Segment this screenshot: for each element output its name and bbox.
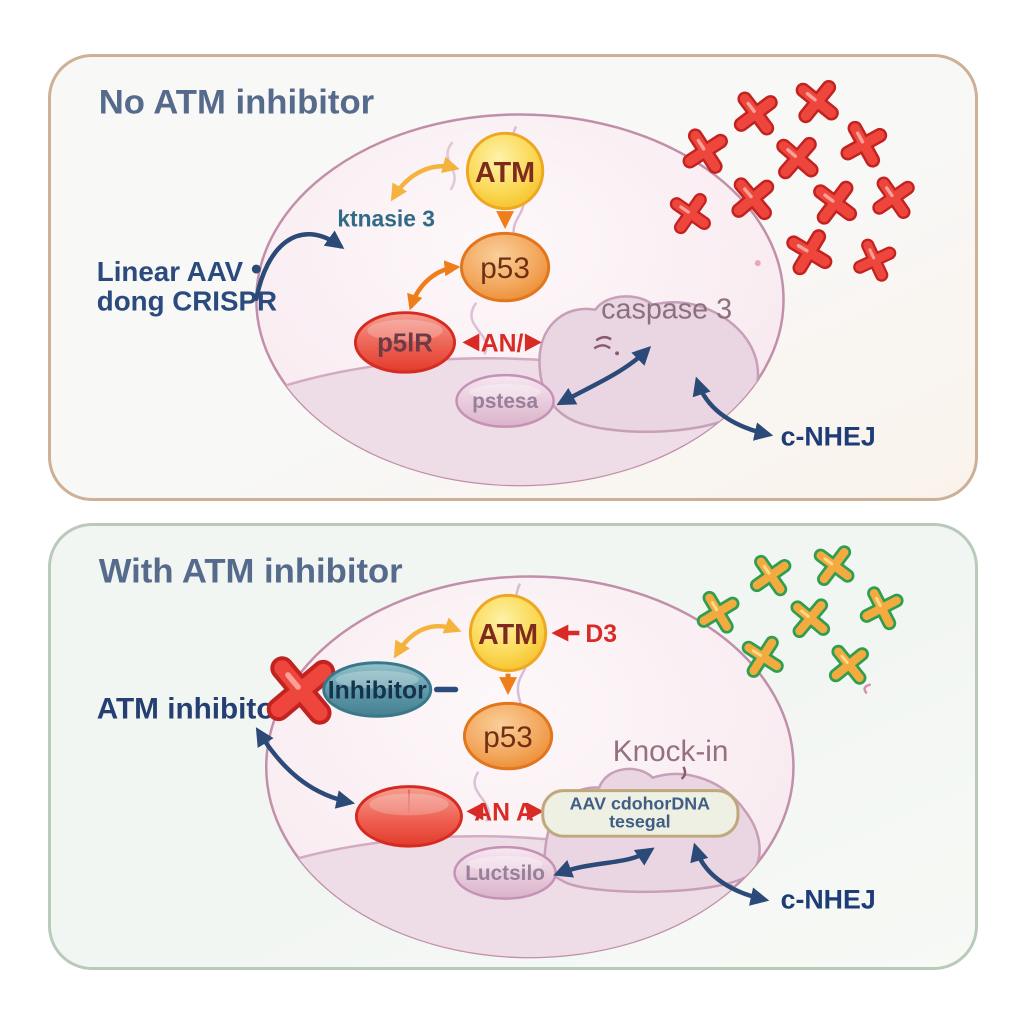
nhej-label: c-NHEJ [781, 421, 876, 451]
d3-label: D3 [585, 621, 617, 648]
parp-pill-label: p5lR [377, 329, 433, 357]
success-x-icon [821, 552, 848, 579]
inhibitor-highlight [335, 670, 419, 689]
damage-x-icon [677, 200, 704, 227]
p53-node [462, 701, 554, 771]
damage-x-icon [821, 188, 850, 217]
success-x-icon [749, 643, 777, 671]
damage-x-icon [848, 128, 880, 160]
aav-arrowhead-left [466, 802, 484, 821]
protease-pill [455, 373, 555, 428]
damage-x-icon [860, 245, 890, 275]
kinase-label: ktnasie 3 [337, 205, 435, 231]
inhibitor-atm-arrow [393, 617, 462, 659]
blob-nhej-arrow [692, 376, 774, 441]
pill-highlight [367, 319, 443, 342]
aav-arrowhead-right [524, 333, 542, 352]
damage-x-icon [690, 136, 721, 167]
membrane-squiggle [470, 302, 488, 355]
linear-aav-label-line1: Linear AAV [97, 256, 244, 287]
linear-aav-label-line2: dong CRISPR [97, 286, 277, 317]
panel-with-atm-inhibitor: With ATM inhibitor ATM inhibitor Inhibit… [48, 523, 978, 970]
aav-arrow-label: AN A [474, 799, 534, 826]
pill-highlight [369, 793, 449, 816]
success-x-icon [757, 562, 785, 590]
cell-speck [754, 260, 761, 267]
inhibitor-pill [322, 661, 433, 718]
inhibitor-pill-arrow [255, 727, 356, 809]
protease-pill-label: pstesa [472, 390, 538, 413]
entry-arrow-dot [251, 264, 261, 274]
atm-node [465, 131, 545, 211]
blob-protease-arrow [556, 346, 652, 406]
donor-dna-line1: AAV cdohorDNA [570, 793, 710, 813]
p53-label: p53 [483, 721, 533, 754]
damage-x-icon [784, 144, 812, 172]
atm-inhibitor-label: ATM inhibitor [97, 692, 287, 725]
protease-highlight [469, 384, 541, 400]
kinase-atm-arrow [390, 156, 460, 202]
blob-dot [615, 351, 620, 356]
p53-label: p53 [480, 252, 530, 285]
mound-squiggle [680, 766, 687, 780]
panel2-title: With ATM inhibitor [99, 552, 403, 590]
aav-arrowhead-right [526, 802, 544, 821]
cell-squiggle-small [863, 683, 872, 695]
atm-label: ATM [475, 157, 535, 189]
success-x-icon [867, 593, 897, 623]
box-luciferase-arrow [553, 847, 655, 878]
donor-dna-box [541, 789, 740, 838]
luciferase-pill-label: Luctsilo [465, 862, 545, 885]
inhibitor-pill-label: Inhibitor [328, 677, 427, 704]
aav-arrow-label: AN/ [481, 330, 524, 357]
panel1-title: No ATM inhibitor [99, 83, 374, 121]
damage-x-icon [741, 99, 770, 128]
damage-x-icon [794, 237, 825, 268]
donor-dna-line2: tesegal [609, 811, 670, 831]
knockin-label: Knock-in [613, 735, 729, 768]
membrane-squiggle [473, 771, 490, 822]
luciferase-highlight [467, 856, 543, 872]
parp-pill [354, 785, 463, 848]
success-x-icon [836, 652, 862, 678]
p53-node [459, 231, 551, 303]
aav-arrowhead-left [462, 333, 480, 352]
caspase-label: caspase 3 [601, 294, 732, 326]
damage-x-icon [739, 185, 767, 213]
success-x-icon [704, 598, 733, 627]
success-x-icon [797, 605, 823, 631]
damage-x-icon [803, 87, 831, 115]
blocked-x-icon [279, 668, 324, 713]
damage-x-icon [879, 184, 907, 212]
cell-entry-arrow [254, 230, 345, 302]
nhej-label: c-NHEJ [781, 885, 876, 915]
atm-node [468, 593, 548, 673]
atm-label: ATM [478, 619, 538, 651]
parp-pill [353, 311, 457, 374]
box-nhej-arrow [690, 842, 770, 906]
p53-pill-arrow [407, 260, 461, 311]
panel-no-atm-inhibitor: No ATM inhibitor Linear AAV dong CRISPR … [48, 54, 978, 501]
